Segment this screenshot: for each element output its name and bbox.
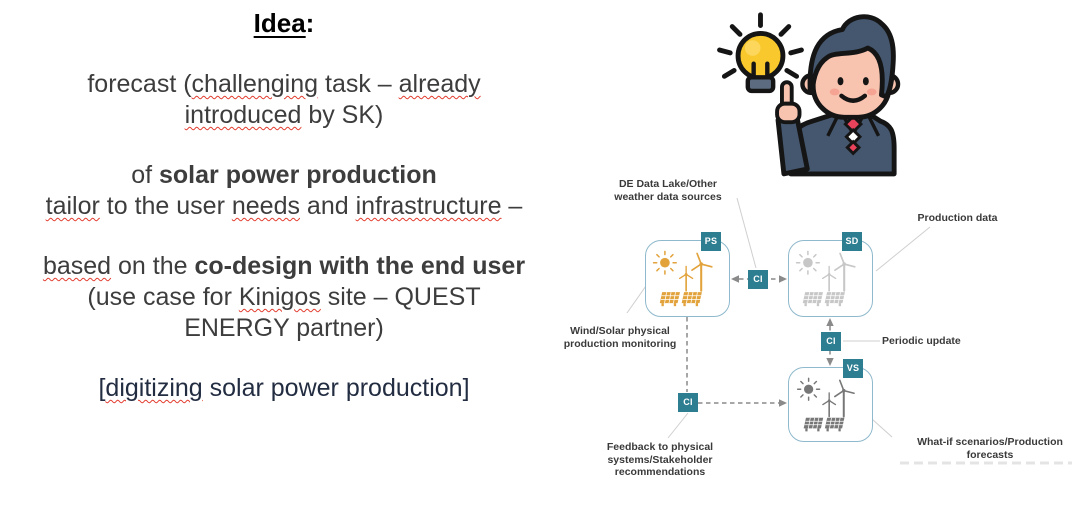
text-line: of solar power production: [0, 160, 568, 191]
misspelled-word: infrastructure: [355, 192, 502, 220]
wind-solar-farm-icon: [652, 250, 713, 307]
misspelled-word: digitizing: [105, 374, 203, 402]
idea-paragraph: based on the co-design with the end user…: [0, 251, 568, 344]
arrow-down-icon: [826, 358, 834, 366]
text-run: co-design with the end user: [194, 252, 526, 280]
text-run: solar power production: [159, 161, 437, 189]
misspelled-word: needs: [231, 192, 300, 220]
right-cheek: [866, 88, 877, 96]
badge-sd: SD: [842, 232, 862, 251]
text-line: (use case for Kinigos site – QUEST: [0, 282, 568, 313]
badge-ci-top: CI: [748, 270, 768, 289]
text-line: ENERGY partner): [0, 313, 568, 344]
text-run: (use case for: [87, 283, 239, 311]
wind-solar-farm-icon-lightgray: [795, 249, 865, 312]
idea-paragraph: [digitizing solar power production]: [0, 373, 568, 404]
label-wind-solar-monitoring: Wind/Solar physical production monitorin…: [560, 325, 680, 350]
arrow-left-icon: [731, 275, 739, 283]
smile: [839, 93, 868, 103]
misspelled-word: Kinigos: [238, 283, 321, 311]
text-line: tailor to the user needs and infrastruct…: [0, 191, 568, 222]
label-line: Wind/Solar physical: [570, 325, 670, 337]
text-run: forecast (: [87, 70, 192, 98]
left-cheek: [829, 88, 840, 96]
wind-solar-farm-icon-orange: [652, 249, 722, 312]
label-line: recommendations: [614, 466, 706, 478]
text-run: by SK): [301, 101, 384, 129]
text-run: of: [131, 161, 159, 189]
arrow-right-icon: [779, 399, 787, 407]
diagram-connectors: [626, 197, 1072, 465]
lightbulb-icon: [717, 12, 804, 94]
text-run: task –: [318, 70, 399, 98]
misspelled-word: tailor: [45, 192, 100, 220]
text-run: to the user: [99, 192, 232, 220]
text-line: [digitizing solar power production]: [0, 373, 568, 404]
badge-vs: VS: [843, 359, 863, 378]
left-eye: [837, 77, 844, 86]
label-line: Feedback to physical systems/Stakeholder: [606, 441, 714, 466]
text-run: site – QUEST: [320, 283, 481, 311]
right-eye: [862, 77, 869, 86]
text-line: forecast (challenging task – already: [0, 69, 568, 100]
text-run: on the: [111, 252, 195, 280]
idea-title-colon: :: [305, 8, 315, 38]
node-virtual-system: [788, 367, 873, 442]
arrow-right-icon: [779, 275, 787, 283]
person-idea-illustration: [717, 12, 901, 177]
wind-solar-farm-icon-darkgray: [796, 376, 865, 437]
label-production-data: Production data: [917, 212, 998, 224]
label-line: production monitoring: [563, 337, 677, 350]
badge-ps: PS: [701, 232, 721, 251]
text-run: [: [98, 374, 106, 402]
architecture-diagram: PS SD VS CI CI CI DE Data Lake/Other wea…: [560, 170, 1089, 513]
label-line: DE Data Lake/Other: [618, 178, 718, 190]
man-figure: [775, 14, 901, 177]
misspelled-word: challenging: [191, 70, 319, 98]
node-physical-system: [645, 240, 730, 317]
label-data-lake: DE Data Lake/Other weather data sources: [578, 178, 758, 203]
text-run: and: [299, 192, 356, 220]
badge-ci-left: CI: [678, 393, 698, 412]
text-line: introduced by SK): [0, 100, 568, 131]
misspelled-word: already: [398, 70, 481, 98]
misspelled-word: introduced: [184, 101, 302, 129]
wind-solar-farm-icon: [796, 377, 855, 432]
text-run: solar power production]: [202, 374, 470, 402]
label-whatif-forecasts: What-if scenarios/Production forecasts: [917, 436, 1063, 461]
fist: [775, 101, 802, 125]
tie-diamond-3: [845, 139, 862, 156]
label-periodic-update: Periodic update: [882, 335, 961, 347]
idea-title: Idea:: [0, 8, 568, 39]
idea-title-word: Idea: [253, 8, 306, 38]
text-line: based on the co-design with the end user: [0, 251, 568, 282]
text-run: –: [501, 192, 523, 220]
label-line: weather data sources: [614, 190, 722, 203]
misspelled-word: based: [42, 252, 112, 280]
idea-text-column: Idea: forecast (challenging task – alrea…: [0, 8, 568, 404]
text-run: ENERGY partner): [184, 314, 384, 342]
hair: [807, 14, 896, 100]
wind-solar-farm-icon: [795, 250, 856, 307]
arrow-up-icon: [826, 318, 834, 326]
label-feedback: Feedback to physical systems/Stakeholder…: [560, 441, 760, 479]
badge-ci-middle: CI: [821, 332, 841, 351]
node-system-data: [788, 240, 873, 317]
